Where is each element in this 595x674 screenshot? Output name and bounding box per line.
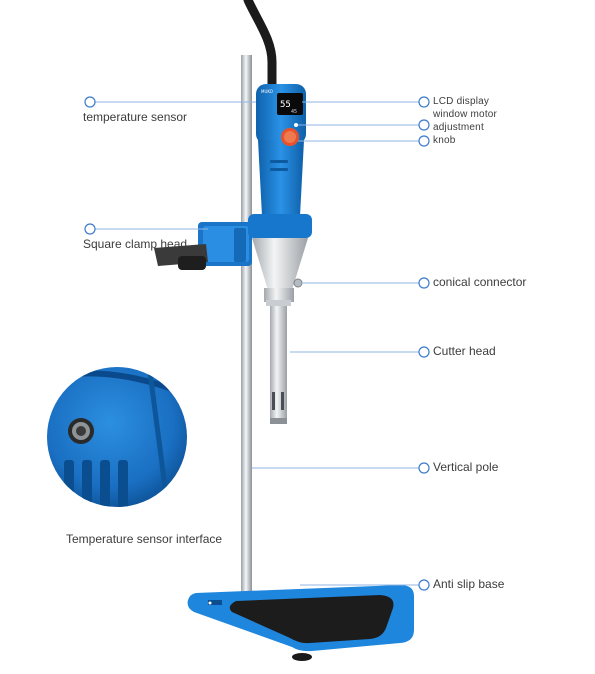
label-temperature-sensor-interface: Temperature sensor interface: [66, 532, 223, 546]
label-window-motor: window motor: [433, 109, 498, 120]
callout-dot-lcd-display: [418, 96, 430, 108]
callout-dot-conical-connector: [418, 277, 430, 289]
label-lcd-display: LCD display: [433, 96, 490, 107]
temperature-sensor-interface-zoom: [47, 367, 187, 507]
label-conical-connector: conical connector: [433, 275, 527, 289]
label-knob: knob: [433, 135, 456, 146]
label-square-clamp-head: Square clamp head: [83, 237, 188, 251]
label-vertical-pole: Vertical pole: [433, 460, 499, 474]
callout-dot-temperature-sensor: [84, 96, 96, 108]
callout-dot-anti-slip-base: [418, 579, 430, 591]
callout-dot-cutter-head: [418, 346, 430, 358]
callout-dot-knob: [418, 135, 430, 147]
power-cable: [243, 0, 277, 97]
cutter-head-shape: [266, 300, 291, 424]
svg-text:45: 45: [291, 109, 297, 115]
label-temperature-sensor: temperature sensor: [83, 110, 188, 124]
vertical-pole-shape: [241, 55, 252, 603]
motor-body-shape: 55 45 MUKO: [248, 84, 312, 238]
label-adjustment: adjustment: [433, 122, 484, 133]
callout-dot-vertical-pole: [418, 462, 430, 474]
square-clamp-shape: [154, 222, 252, 270]
svg-text:MUKO: MUKO: [261, 89, 273, 94]
label-cutter-head: Cutter head: [433, 344, 496, 358]
lcd-value: 55: [280, 100, 291, 110]
anti-slip-base-shape: [187, 585, 414, 661]
callout-dot-square-clamp-head: [84, 223, 96, 235]
callout-dot-motor-adjustment: [418, 119, 430, 131]
conical-connector-shape: [252, 238, 308, 302]
label-anti-slip-base: Anti slip base: [433, 577, 505, 591]
